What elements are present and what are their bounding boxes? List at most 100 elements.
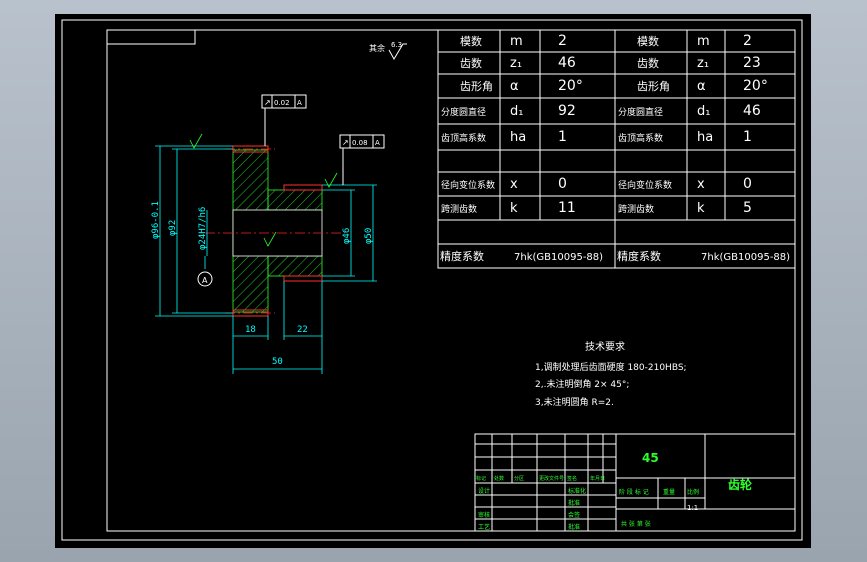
- param-symbol: m: [697, 34, 710, 49]
- param-value: 20°: [558, 78, 583, 94]
- param-name: 齿数: [637, 57, 659, 70]
- scale-label: 比例: [687, 488, 699, 496]
- role-label: 工艺: [478, 523, 490, 531]
- roughness-mark-3: [263, 231, 277, 247]
- hub-tooth-bottom: [283, 275, 323, 282]
- param-value: 46: [558, 55, 576, 71]
- std-label: 会签: [568, 511, 580, 519]
- header-cell: 处数: [494, 475, 504, 482]
- param-symbol: m: [510, 34, 523, 49]
- tech-requirements: 技术要求 1,调制处理后齿面硬度 180-210HBS; 2,.未注明倒角 2×…: [535, 340, 687, 408]
- svg-text:A: A: [297, 99, 302, 107]
- roughness-mark-2: [324, 172, 338, 188]
- weight-label: 重量: [663, 488, 675, 496]
- param-name: 跨测齿数: [441, 203, 477, 215]
- param-symbol: z₁: [697, 56, 709, 71]
- param-name: 齿形角: [460, 80, 493, 93]
- param-name: 齿数: [460, 57, 482, 70]
- drawing-code-box: [106, 29, 196, 45]
- param-value: 1: [743, 129, 752, 145]
- svg-text:A: A: [375, 139, 380, 147]
- param-symbol: x: [697, 177, 705, 192]
- param-value: 5: [743, 200, 752, 216]
- param-symbol: ha: [697, 130, 713, 145]
- stage-labels: 阶 段 标 记: [619, 488, 649, 496]
- param-name: 分度圆直径: [618, 106, 663, 118]
- param-name: 模数: [637, 35, 659, 48]
- inner-border: [106, 29, 796, 532]
- param-table: [437, 29, 796, 269]
- svg-text:↗: ↗: [342, 138, 349, 147]
- param-symbol: x: [510, 177, 518, 192]
- header-cell: 年月日: [590, 475, 605, 482]
- svg-text:0.08: 0.08: [352, 139, 368, 147]
- roughness-value: 6.3: [391, 41, 402, 49]
- tech-req-title: 技术要求: [585, 340, 625, 353]
- param-value: 0: [743, 176, 752, 192]
- header-cell: 更改文件号: [539, 475, 564, 482]
- param-symbol: k: [697, 201, 705, 216]
- dim-width-18: 18: [245, 325, 256, 335]
- dimensions: φ96-0.1 φ92 φ24H7/h6 φ46 φ50 18 22 50 A: [151, 133, 377, 374]
- scale: 1:1: [687, 504, 698, 512]
- param-value: 0: [558, 176, 567, 192]
- param-symbol: k: [510, 201, 518, 216]
- param-symbol: α: [697, 79, 706, 94]
- header-cell: 分区: [514, 475, 524, 482]
- title-block: 45 齿轮 1:1 阶 段 标 记 重量 比例 共 张 第 张 标记 处数 分区 更改…: [474, 433, 796, 532]
- dim-bore: φ24H7/h6: [198, 207, 208, 250]
- header-cell: 签名: [567, 475, 577, 482]
- param-value: 2: [743, 33, 752, 49]
- tolerance-frame-2: ↗ 0.08 A: [339, 134, 385, 185]
- roughness-symbol: [388, 43, 407, 60]
- param-name: 分度圆直径: [441, 106, 486, 118]
- roughness-label: 其余: [369, 43, 385, 53]
- datum-a-label: A: [202, 276, 208, 285]
- dim-hub1: φ46: [342, 228, 352, 244]
- tolerance-frame-1: ↗ 0.02 A: [261, 94, 307, 146]
- param-symbol: d₁: [697, 104, 710, 119]
- tech-req-line-1: 1,调制处理后齿面硬度 180-210HBS;: [535, 361, 687, 373]
- role-label: 审核: [478, 511, 490, 519]
- param-value: 1: [558, 129, 567, 145]
- tech-req-line-3: 3,未注明圆角 R=2.: [535, 396, 614, 408]
- std-label: 批准: [568, 499, 580, 507]
- tech-req-line-2: 2,.未注明倒角 2× 45°;: [535, 378, 629, 390]
- param-value: 20°: [743, 78, 768, 94]
- param-value: 2: [558, 33, 567, 49]
- dim-pitch-diameter: φ92: [168, 220, 178, 236]
- hub-tooth-top: [283, 184, 323, 191]
- std-label: 批准: [568, 523, 580, 531]
- gear-section-view: [205, 145, 345, 317]
- role-label: 设计: [478, 487, 490, 495]
- param-name: 齿顶高系数: [441, 132, 486, 144]
- sheet-label: 共 张 第 张: [621, 520, 651, 528]
- material: 45: [642, 451, 659, 465]
- hub-upper-section: [267, 189, 323, 211]
- roughness-mark-1: [189, 133, 203, 149]
- param-name: 径向变位系数: [441, 179, 495, 191]
- param-symbol: z₁: [510, 56, 522, 71]
- svg-text:↗: ↗: [264, 98, 271, 107]
- param-value: 46: [743, 103, 761, 119]
- drawing-frame: [61, 19, 803, 541]
- header-cell: 标记: [476, 475, 486, 482]
- param-value: 7hk(GB10095-88): [701, 252, 790, 263]
- param-symbol: ha: [510, 130, 526, 145]
- param-name: 径向变位系数: [618, 179, 672, 191]
- param-name: 齿顶高系数: [618, 132, 663, 144]
- part-name: 齿轮: [728, 477, 753, 492]
- param-name: 跨测齿数: [618, 203, 654, 215]
- dim-outer-diameter: φ96-0.1: [151, 201, 161, 239]
- datum-a-marker: [197, 271, 213, 287]
- dim-width-22: 22: [297, 325, 308, 335]
- param-name: 精度系数: [440, 249, 484, 263]
- param-symbol: d₁: [510, 104, 523, 119]
- param-symbol: α: [510, 79, 519, 94]
- param-name: 精度系数: [617, 249, 661, 263]
- param-value: 11: [558, 200, 576, 216]
- std-label: 标准化: [568, 487, 586, 495]
